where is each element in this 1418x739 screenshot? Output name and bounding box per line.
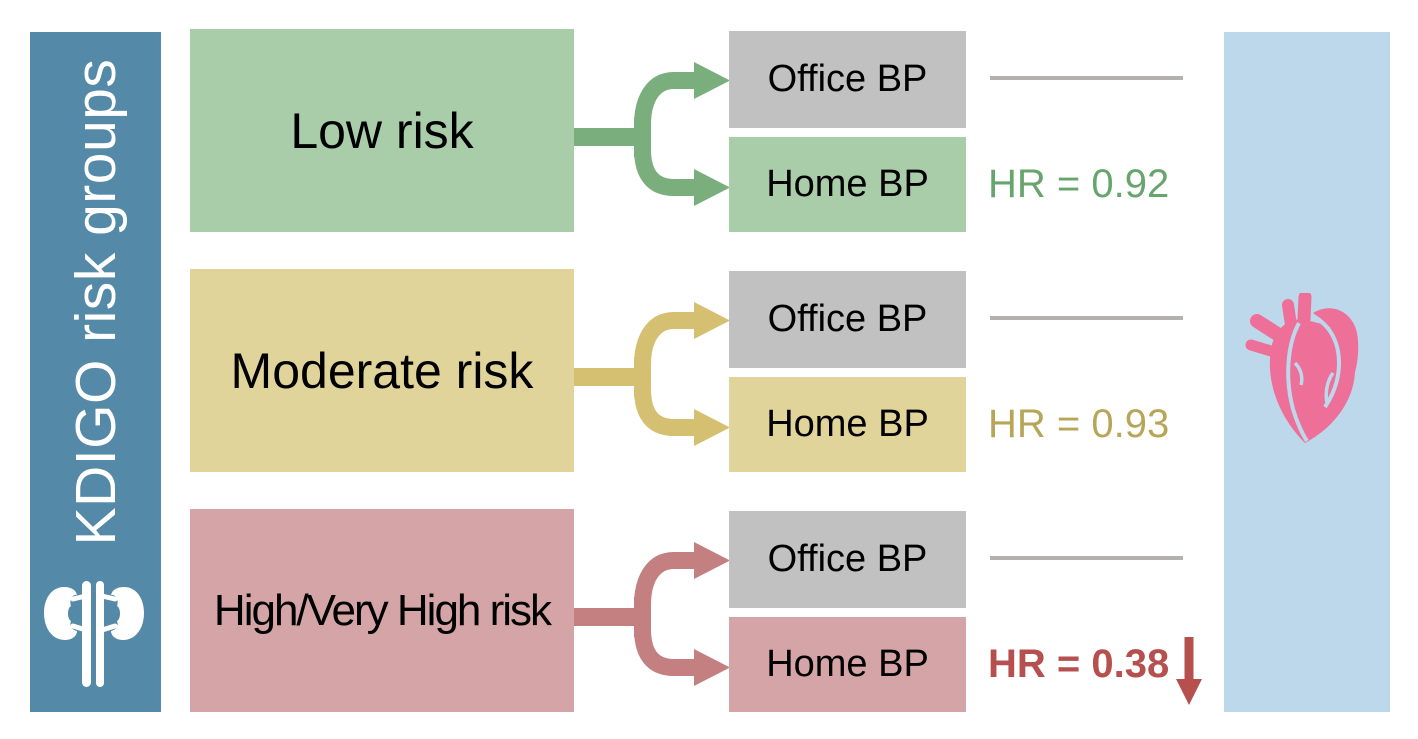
kidneys-icon — [44, 581, 144, 687]
hazard-ratio-value: HR = 0.38 — [988, 642, 1170, 686]
kdigo-sidebar: KDIGO risk groups — [30, 32, 161, 712]
decrease-arrow-icon — [1176, 637, 1202, 705]
office-reference-line — [990, 316, 1183, 320]
branch-arrows-icon — [574, 542, 730, 686]
risk-group-box: High/Very High risk — [190, 509, 574, 712]
office-reference-line — [990, 76, 1183, 80]
risk-group-box: Low risk — [190, 29, 574, 232]
office-bp-box: Office BP — [729, 511, 966, 608]
risk-group-box: Moderate risk — [190, 269, 574, 472]
home-bp-box: Home BP — [729, 617, 966, 712]
office-bp-box: Office BP — [729, 271, 966, 368]
hazard-ratio-value: HR = 0.93 — [988, 402, 1170, 446]
office-bp-box: Office BP — [729, 31, 966, 128]
outcome-bar — [1224, 32, 1390, 712]
home-bp-box: Home BP — [729, 137, 966, 232]
risk-row-high: High/Very High risk Office BP Home BP HR… — [0, 509, 1418, 713]
office-reference-line — [990, 556, 1183, 560]
branch-arrows-icon — [574, 302, 730, 446]
risk-row-low: Low risk Office BP Home BP HR = 0.92 — [0, 29, 1418, 233]
hazard-ratio-value: HR = 0.92 — [988, 162, 1170, 206]
branch-arrows-icon — [574, 62, 730, 206]
heart-icon — [1245, 293, 1359, 443]
home-bp-box: Home BP — [729, 377, 966, 472]
risk-row-moderate: Moderate risk Office BP Home BP HR = 0.9… — [0, 269, 1418, 473]
